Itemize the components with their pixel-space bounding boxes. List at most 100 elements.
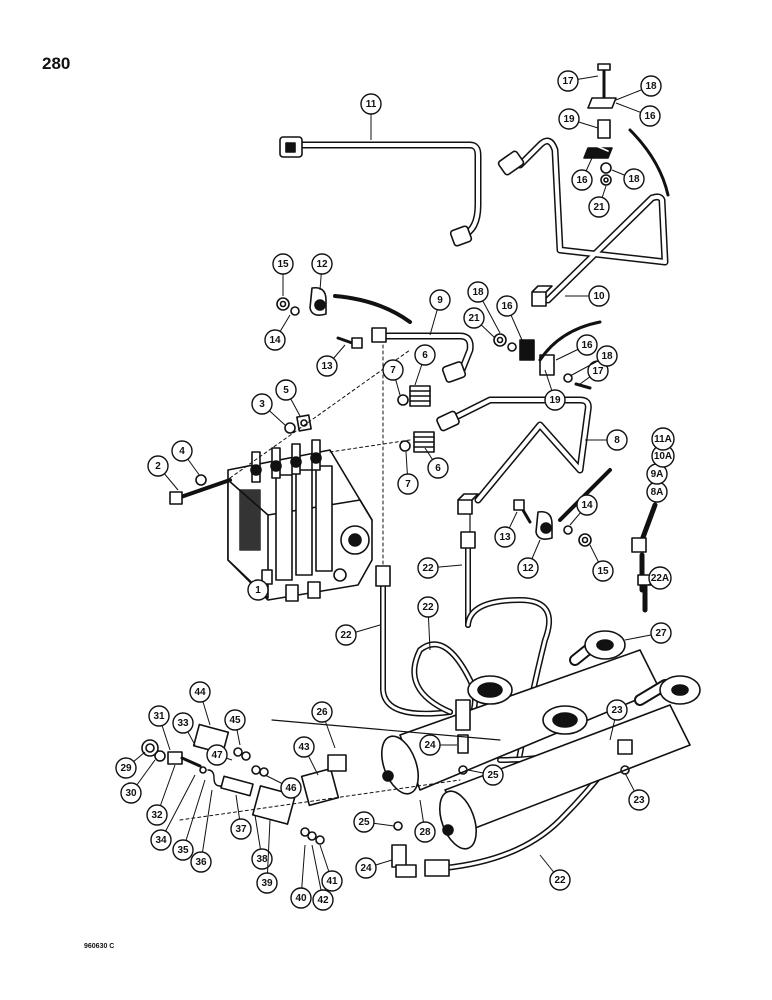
callout-circle	[640, 75, 662, 97]
callout-16b: 16	[571, 157, 593, 191]
callout-22a: 22	[335, 624, 381, 646]
callout-circle	[558, 108, 580, 130]
callout-12b: 12	[517, 539, 541, 579]
callout-label: 1	[255, 585, 261, 596]
callout-label: 12	[522, 563, 534, 574]
callout-label: 16	[644, 111, 656, 122]
callout-36: 36	[190, 789, 213, 873]
callout-circle	[639, 105, 661, 127]
callout-23b: 23	[624, 772, 650, 811]
callout-43: 43	[293, 736, 319, 776]
callout-label: 18	[645, 81, 657, 92]
callout-33: 33	[172, 712, 196, 746]
callout-label: 14	[581, 500, 593, 511]
callout-label: 40	[295, 893, 307, 904]
callout-circle	[148, 705, 170, 727]
tube-8	[436, 396, 592, 541]
callout-label: 31	[153, 711, 165, 722]
callout-circle	[172, 712, 194, 734]
callout-circle	[256, 872, 278, 894]
callout-circle	[517, 557, 539, 579]
callout-circle	[172, 839, 194, 861]
callout-label: 26	[316, 707, 328, 718]
tube-9	[371, 327, 474, 567]
callout-37: 37	[230, 794, 252, 840]
callout-14a: 14	[264, 314, 291, 351]
callout-label: 32	[151, 810, 163, 821]
callout-label: 10	[593, 291, 605, 302]
callout-label: 21	[468, 313, 480, 324]
callout-label: 23	[611, 705, 623, 716]
callout-label: 6	[422, 350, 428, 361]
callout-22b: 22	[417, 557, 463, 579]
hose-22a	[631, 502, 658, 613]
callout-circle	[606, 429, 628, 451]
callout-circle	[414, 344, 436, 366]
callout-13b: 13	[494, 511, 518, 548]
clamp-set-upper	[276, 286, 412, 349]
callout-label: 38	[256, 854, 268, 865]
callout-3: 3	[251, 393, 286, 426]
callout-17a: 17	[557, 70, 599, 92]
callout-circle	[311, 253, 333, 275]
cylinder-lower	[438, 675, 701, 850]
callout-label: 24	[424, 740, 436, 751]
callout-24a: 24	[419, 734, 457, 756]
callout-label: 35	[177, 845, 189, 856]
callout-18d: 18	[569, 345, 618, 377]
callout-label: 27	[655, 628, 667, 639]
callout-label: 7	[390, 365, 396, 376]
callout-circle	[251, 393, 273, 415]
callout-label: 4	[179, 446, 185, 457]
callout-47: 47	[206, 744, 233, 766]
callout-label: 39	[261, 878, 273, 889]
callout-label: 17	[592, 366, 604, 377]
adapters-6-7	[397, 385, 435, 453]
arrow-line-45	[271, 719, 501, 741]
callout-label: 8A	[651, 487, 664, 498]
callout-circle	[321, 870, 343, 892]
callout-circle	[482, 764, 504, 786]
callout-circle	[494, 526, 516, 548]
callout-label: 22	[340, 630, 352, 641]
callout-circle	[150, 829, 172, 851]
callout-18b: 18	[611, 168, 645, 190]
clip-hardware-upper	[583, 63, 670, 197]
callout-circle	[290, 887, 312, 909]
callout-label: 22A	[651, 573, 669, 584]
callout-circle	[360, 93, 382, 115]
callout-circle	[496, 295, 518, 317]
callout-circle	[549, 869, 571, 891]
callout-label: 7	[405, 479, 411, 490]
centerline-relief	[179, 779, 461, 821]
callout-circle	[427, 457, 449, 479]
callout-layer: 12345667788A99A1010A1111A121213131414151…	[115, 70, 675, 911]
callout-circle	[171, 440, 193, 462]
callout-label: 45	[229, 715, 241, 726]
callout-label: 16	[576, 175, 588, 186]
callout-16a: 16	[615, 102, 661, 127]
callout-label: 36	[195, 857, 207, 868]
callout-11: 11	[360, 93, 382, 140]
callout-16c: 16	[496, 295, 523, 341]
callout-circle	[312, 889, 334, 911]
control-valve-assembly	[227, 439, 373, 602]
callout-circle	[557, 70, 579, 92]
callout-40: 40	[290, 844, 312, 909]
callout-29: 29	[115, 751, 146, 779]
callout-34: 34	[150, 774, 196, 851]
callout-label: 47	[211, 750, 223, 761]
callout-label: 25	[358, 817, 370, 828]
callout-label: 22	[422, 563, 434, 574]
callout-42: 42	[311, 844, 334, 911]
callout-label: 18	[472, 287, 484, 298]
callout-circle	[224, 709, 246, 731]
callout-circle	[651, 427, 675, 451]
callout-circle	[576, 334, 598, 356]
callout-32: 32	[146, 764, 176, 826]
callout-circle	[419, 734, 441, 756]
callout-44: 44	[189, 681, 211, 726]
callout-circle	[230, 818, 252, 840]
